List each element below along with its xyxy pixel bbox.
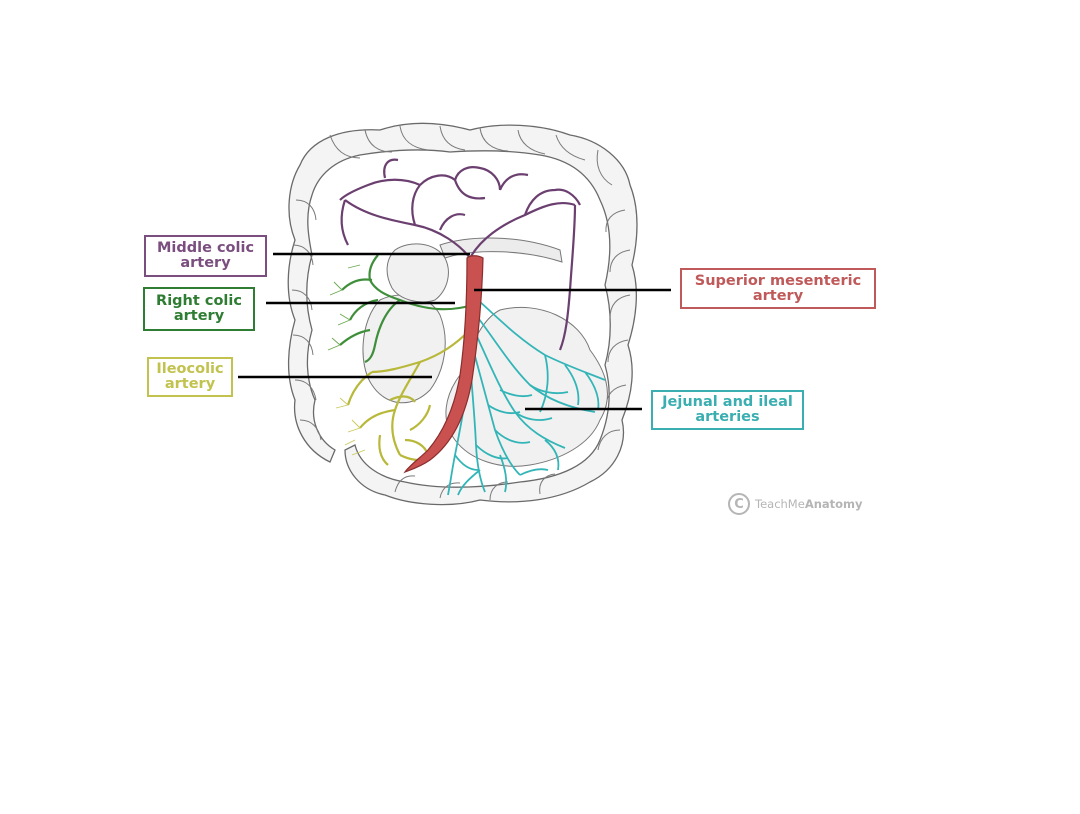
label-middle-colic-artery: Middle colic artery: [144, 235, 267, 277]
copyright-icon: C: [728, 493, 750, 515]
label-right-colic-artery: Right colic artery: [143, 287, 255, 331]
leader-lines: [238, 252, 671, 411]
colon-haustra: [291, 125, 631, 501]
label-right-colic-line2: artery: [173, 308, 225, 324]
label-middle-colic-line2: artery: [180, 255, 231, 271]
watermark-brand-light: TeachMe: [755, 497, 805, 511]
label-ileocolic-line1: Ileocolic: [156, 361, 224, 377]
label-sma-line1: Superior mesenteric: [694, 272, 862, 289]
mesocolon: [439, 237, 563, 263]
right-colic-branches: [339, 254, 473, 364]
label-ileocolic-artery: Ileocolic artery: [147, 357, 233, 397]
watermark-brand-bold: Anatomy: [804, 497, 863, 511]
ileocolic-fine-branches: [335, 397, 366, 456]
watermark-text: TeachMeAnatomy: [755, 497, 863, 511]
colon-outline: [287, 122, 638, 506]
label-right-colic-line1: Right colic: [156, 293, 242, 309]
label-ileocolic-line2: artery: [164, 376, 216, 392]
label-jejunal-line1: Jejunal and ileal: [662, 394, 793, 410]
right-colic-fine-branches: [327, 264, 361, 351]
label-jejunal-ileal-arteries: Jejunal and ileal arteries: [651, 390, 804, 430]
label-middle-colic-line1: Middle colic: [156, 240, 255, 256]
watermark-logo: C TeachMeAnatomy: [728, 490, 863, 518]
middle-colic-branches: [339, 158, 581, 351]
label-superior-mesenteric-artery: Superior mesenteric artery: [680, 268, 876, 309]
label-sma-line2: artery: [752, 287, 804, 304]
superior-mesenteric-trunk: [403, 255, 484, 474]
label-jejunal-line2: arteries: [695, 409, 760, 425]
